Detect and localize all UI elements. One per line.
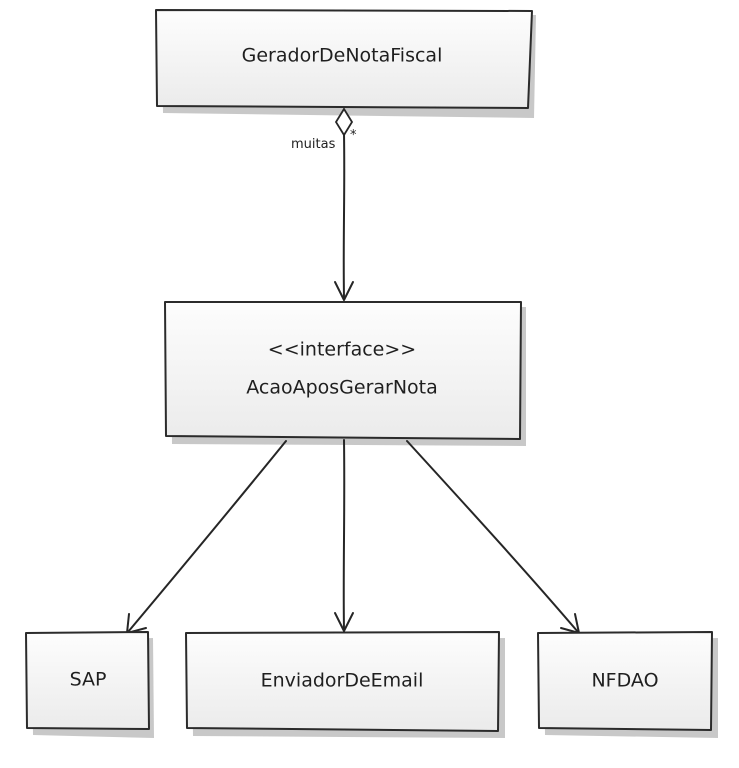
edge-to-nfdao	[406, 440, 580, 634]
aggregation-edge: muitas *	[291, 107, 357, 301]
arrow-down-icon	[334, 281, 354, 301]
sap-label: SAP	[70, 669, 107, 691]
arrow-enviador-icon	[334, 612, 354, 632]
acao-apos-gerar-nota-node[interactable]: <<interface>> AcaoAposGerarNota	[164, 301, 526, 446]
acao-apos-gerar-nota-label: AcaoAposGerarNota	[246, 377, 438, 399]
aggregation-diamond-icon	[334, 107, 354, 137]
enviador-de-email-node[interactable]: EnviadorDeEmail	[185, 631, 505, 738]
nfdao-node[interactable]: NFDAO	[537, 631, 718, 738]
aggregation-multiplicity-label: *	[350, 128, 357, 143]
edge-to-sap	[126, 440, 287, 634]
gerador-de-nota-fiscal-node[interactable]: GeradorDeNotaFiscal	[155, 9, 536, 118]
enviador-de-email-label: EnviadorDeEmail	[261, 670, 424, 692]
edge-to-enviador-de-email	[334, 439, 354, 632]
aggregation-role-label: muitas	[291, 137, 336, 152]
interface-stereotype-label: <<interface>>	[268, 339, 416, 361]
sap-node[interactable]: SAP	[25, 631, 154, 738]
gerador-de-nota-fiscal-label: GeradorDeNotaFiscal	[242, 45, 443, 67]
nfdao-label: NFDAO	[591, 670, 658, 692]
aggregation-line	[342, 133, 346, 299]
